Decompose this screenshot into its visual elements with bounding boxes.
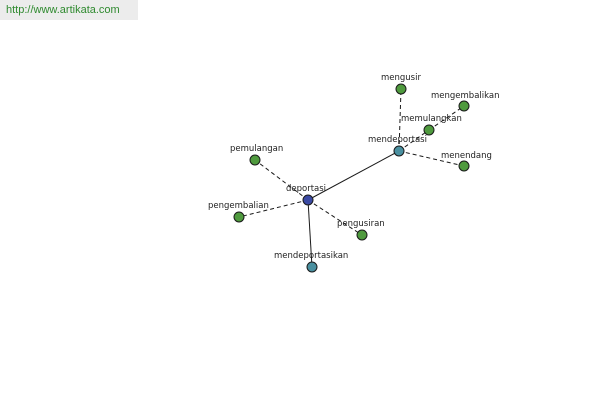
node-label-mendeportasikan[interactable]: mendeportasikan xyxy=(274,251,348,261)
node-label-pengembalian[interactable]: pengembalian xyxy=(208,201,269,211)
node-mengembalikan[interactable]: mengembalikan xyxy=(431,91,500,112)
node-marker-mendeportasi[interactable] xyxy=(393,145,405,157)
node-marker-mengembalikan[interactable] xyxy=(458,100,470,112)
node-deportasi[interactable]: deportasi xyxy=(286,184,326,206)
edge-memulangkan-mengembalikan xyxy=(428,105,465,131)
node-label-mengusir[interactable]: mengusir xyxy=(381,73,421,83)
node-marker-memulangkan[interactable] xyxy=(423,124,435,136)
node-pemulangan[interactable]: pemulangan xyxy=(230,144,283,166)
node-mendeportasi[interactable]: mendeportasi xyxy=(368,135,427,157)
node-label-deportasi[interactable]: deportasi xyxy=(286,184,326,194)
node-mendeportasikan[interactable]: mendeportasikan xyxy=(274,251,348,273)
edge-layer xyxy=(238,88,465,268)
edge-deportasi-mendeportasikan xyxy=(307,199,313,268)
node-marker-pengembalian[interactable] xyxy=(233,211,245,223)
node-label-mengembalikan[interactable]: mengembalikan xyxy=(431,91,500,101)
edge-mendeportasi-memulangkan xyxy=(398,129,430,152)
edge-deportasi-mendeportasi xyxy=(307,150,400,201)
node-pengusiran[interactable]: pengusiran xyxy=(337,219,385,241)
node-menendang[interactable]: menendang xyxy=(441,151,492,172)
node-mengusir[interactable]: mengusir xyxy=(381,73,421,95)
node-label-mendeportasi[interactable]: mendeportasi xyxy=(368,135,427,145)
node-marker-mendeportasikan[interactable] xyxy=(306,261,318,273)
watermark-link[interactable]: http://www.artikata.com xyxy=(6,4,120,16)
node-pengembalian[interactable]: pengembalian xyxy=(208,201,269,223)
node-label-memulangkan[interactable]: memulangkan xyxy=(401,114,462,124)
node-marker-deportasi[interactable] xyxy=(302,194,314,206)
node-memulangkan[interactable]: memulangkan xyxy=(401,114,462,136)
node-layer: deportasi mendeportasi mendeportasikan pemu… xyxy=(208,73,500,273)
edge-deportasi-pengembalian xyxy=(238,199,309,218)
edge-deportasi-pengusiran xyxy=(307,199,363,236)
node-marker-pengusiran[interactable] xyxy=(356,229,368,241)
edge-mendeportasi-mengusir xyxy=(398,88,402,152)
node-label-pengusiran[interactable]: pengusiran xyxy=(337,219,385,229)
watermark-bar: http://www.artikata.com xyxy=(0,0,138,20)
node-marker-pemulangan[interactable] xyxy=(249,154,261,166)
node-label-menendang[interactable]: menendang xyxy=(441,151,492,161)
node-marker-menendang[interactable] xyxy=(458,160,470,172)
node-marker-mengusir[interactable] xyxy=(395,83,407,95)
edge-deportasi-pemulangan xyxy=(254,159,309,201)
node-label-pemulangan[interactable]: pemulangan xyxy=(230,144,283,154)
